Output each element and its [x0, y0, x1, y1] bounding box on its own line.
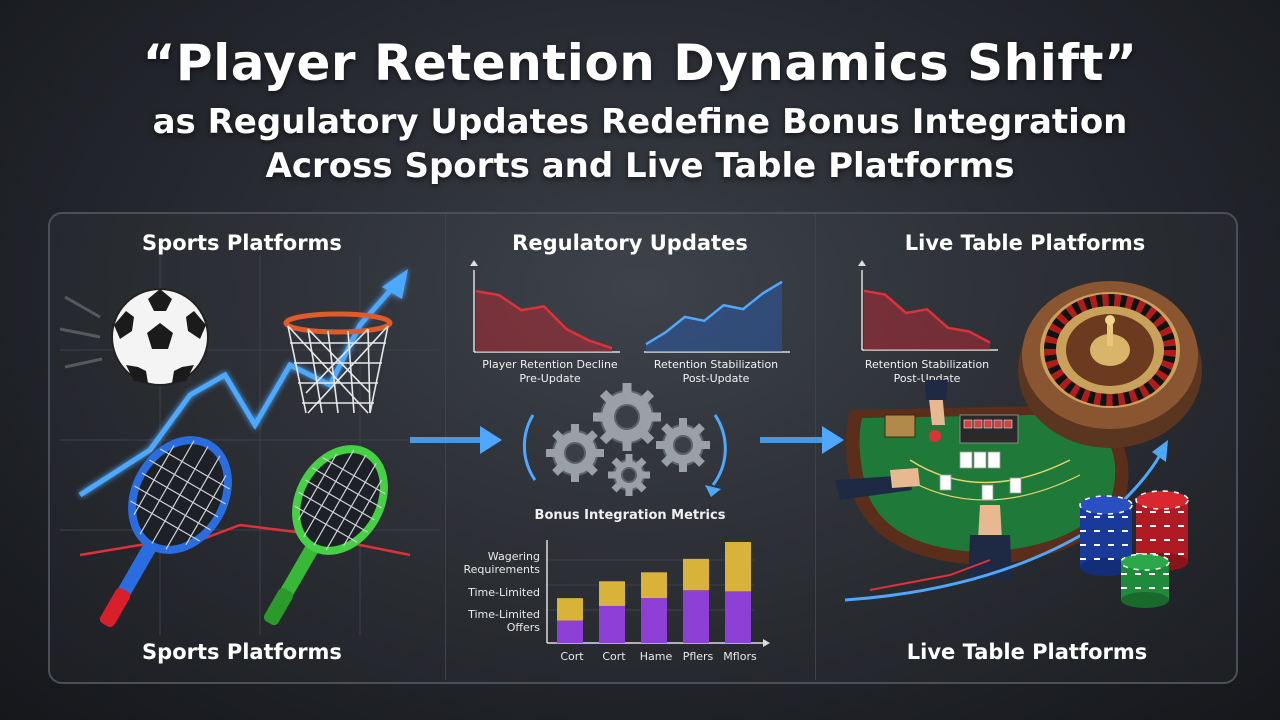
bar-segment — [683, 558, 709, 591]
stabilization-caption: Retention Stabilization Post-Update — [636, 358, 796, 386]
live-area — [864, 290, 990, 350]
live-line — [863, 289, 991, 344]
x-tick-label: Hame — [639, 650, 673, 663]
bar-segment — [725, 591, 751, 643]
decline-area — [476, 291, 612, 352]
roulette-wheel-icon — [1018, 281, 1202, 448]
live-table-illustration — [835, 281, 1202, 608]
casino-chips-icon — [1079, 490, 1189, 608]
soccer-ball-icon — [59, 288, 209, 386]
stabilization-area — [646, 281, 782, 352]
live-table-heading: Live Table Platforms — [904, 231, 1146, 255]
page-subtitle-line1: as Regulatory Updates Redefine Bonus Int… — [152, 102, 1128, 142]
decline-line — [475, 289, 613, 350]
bar-segment — [641, 572, 667, 599]
sports-heading: Sports Platforms — [142, 231, 342, 255]
infographic-panel — [48, 212, 1238, 684]
page-subtitle-line2: Across Sports and Live Table Platforms — [265, 146, 1015, 186]
column-divider — [445, 214, 446, 680]
stabilization-caption-line1: Retention Stabilization — [653, 358, 779, 371]
bar-segment — [557, 620, 583, 643]
x-tick-label: Mflors — [723, 650, 757, 663]
basketball-hoop-icon — [283, 311, 393, 414]
live-table-footer: Live Table Platforms — [906, 640, 1148, 664]
chart-title: Bonus Integration Metrics — [534, 508, 726, 523]
column-divider — [815, 214, 816, 680]
bar-segment — [599, 605, 625, 643]
live-caption-line1: Retention Stabilization — [864, 358, 990, 371]
stabilization-caption-line2: Post-Update — [682, 372, 750, 385]
sports-illustration — [59, 255, 440, 635]
x-tick-label: Pflers — [682, 650, 714, 663]
regulatory-heading: Regulatory Updates — [512, 231, 748, 255]
bar-segment — [641, 598, 667, 643]
page-title: “Player Retention Dynamics Shift” — [142, 34, 1138, 92]
card-table-icon — [835, 380, 1129, 580]
x-tick-label: Cort — [560, 650, 584, 663]
flow-arrow-icon — [410, 426, 502, 454]
tennis-racket-icon — [263, 445, 388, 626]
bar-segment — [725, 542, 751, 592]
bar-segment — [557, 598, 583, 621]
tennis-racket-icon — [99, 436, 232, 628]
bar-segment — [683, 590, 709, 643]
y-label-time-limited: Time-Limited — [468, 586, 540, 599]
live-table-retention-chart — [858, 260, 998, 351]
gears-icon — [522, 383, 727, 497]
decline-caption-line2: Pre-Update — [519, 372, 581, 385]
y-label-time-limited-offers: Time-Limited Offers — [468, 608, 540, 634]
stabilization-line — [645, 280, 783, 346]
decline-caption-line1: Player Retention Decline — [482, 358, 618, 371]
x-tick-label: Cort — [602, 650, 626, 663]
rising-trend-arrow — [78, 283, 397, 498]
flow-arrow-icon — [760, 426, 844, 454]
retention-decline-chart — [470, 260, 620, 353]
bonus-integration-bar-chart — [545, 540, 770, 647]
bar-segment — [599, 581, 625, 606]
y-label-wagering: Wagering Requirements — [463, 550, 540, 576]
sports-footer: Sports Platforms — [142, 640, 342, 664]
decline-caption: Player Retention Decline Pre-Update — [470, 358, 630, 386]
retention-stabilization-chart — [644, 280, 790, 353]
